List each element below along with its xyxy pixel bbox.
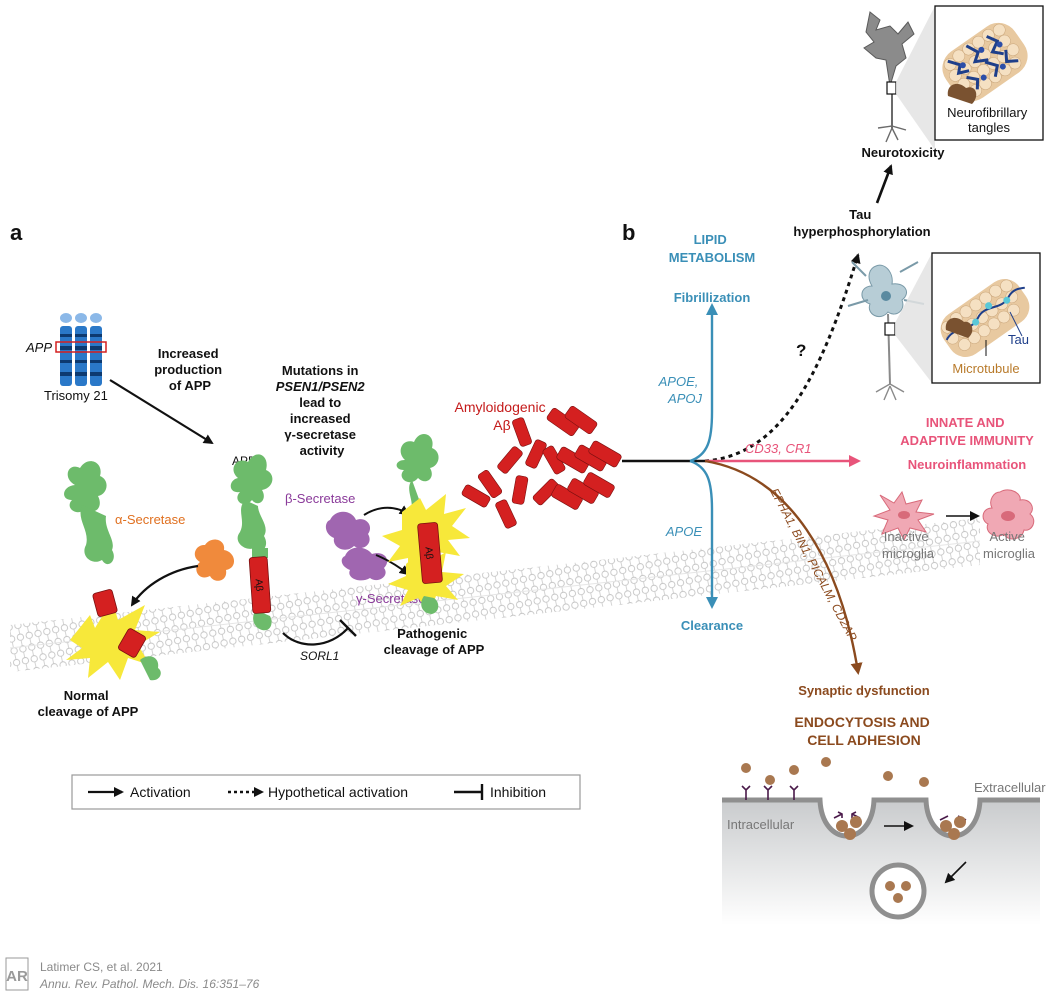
tau-hyper-label: Tau hyperphosphorylation — [793, 207, 930, 239]
fibrillization-label: Fibrillization — [674, 290, 751, 305]
microtubule-inset: Tau Microtubule — [931, 252, 1041, 384]
cd33-cr1-label: CD33, CR1 — [745, 441, 811, 456]
innate-adaptive-title: INNATE AND ADAPTIVE IMMUNITY — [900, 415, 1034, 448]
trisomy-label: Trisomy 21 — [44, 388, 108, 403]
svg-text:Aβ: Aβ — [422, 546, 434, 560]
neurotoxicity-label: Neurotoxicity — [861, 145, 945, 160]
active-microglia-label: Active microglia — [983, 529, 1036, 561]
increased-production-label: Increased production of APP — [154, 346, 226, 393]
lipid-metabolism-title: LIPID METABOLISM — [669, 232, 755, 265]
sorl1-label: SORL1 — [300, 649, 339, 663]
endocytosis-illustration — [722, 757, 1040, 925]
legend-hypothetical-label: Hypothetical activation — [268, 784, 408, 800]
neuroinflammation-label: Neuroinflammation — [908, 457, 1027, 472]
question-mark: ? — [796, 341, 806, 360]
alpha-secretase-label: α-Secretase — [115, 512, 185, 527]
production-arrow — [109, 379, 214, 445]
neurofibrillary-label: Neurofibrillary tangles — [947, 105, 1031, 135]
endocytosis-title: ENDOCYTOSIS AND CELL ADHESION — [794, 714, 933, 748]
alpha-secretase-protein — [194, 539, 235, 581]
gamma-arrow — [375, 554, 410, 576]
tau-label: Tau — [1008, 332, 1029, 347]
active-microglia — [982, 489, 1035, 540]
microtubule-label: Microtubule — [952, 361, 1019, 376]
inhibition-bar — [339, 619, 357, 637]
pathogenic-cleavage-group: Aβ — [382, 434, 470, 614]
sorl1-inhibition — [282, 627, 349, 646]
inactive-microglia — [872, 490, 935, 542]
app-gene-label: APP — [25, 340, 52, 355]
endocytosis-arrow — [704, 459, 863, 675]
pathogenic-cleavage-label: Pathogenic cleavage of APP — [384, 626, 485, 657]
app-protein — [230, 454, 273, 631]
neurofibrillary-tangle-inset: Neurofibrillary tangles — [934, 5, 1044, 141]
citation-line-2: Annu. Rev. Pathol. Mech. Dis. 16:351–76 — [39, 977, 260, 991]
mutations-note: Mutations in PSEN1/PSEN2 lead to increas… — [276, 363, 369, 458]
gamma-secretase-protein — [341, 547, 388, 581]
legend-activation-label: Activation — [130, 784, 191, 800]
clearance-arrow — [689, 459, 718, 609]
normal-cleavage-group — [64, 461, 161, 681]
amyloid-beta-fibrils — [461, 405, 622, 529]
tau-hypothetical-arrow — [704, 253, 861, 463]
neurotoxicity-arrow — [875, 164, 893, 204]
clearance-label: Clearance — [681, 618, 743, 633]
ar-logo-icon: AR — [5, 957, 29, 991]
legend: Activation Hypothetical activation Inhib… — [71, 774, 581, 810]
beta-secretase-protein — [325, 511, 371, 550]
app-gene-highlight — [55, 341, 107, 353]
legend-inhibition-label: Inhibition — [490, 784, 546, 800]
normal-cleavage-label: Normal cleavage of APP — [38, 688, 139, 719]
beta-arrow — [363, 505, 410, 516]
diseased-neuron — [863, 6, 935, 150]
endocytosis-step-arrow-2 — [944, 861, 967, 884]
panel-a-label: a — [10, 220, 23, 245]
healthy-neuron — [847, 253, 932, 401]
apoe-apoj-label: APOE, APOJ — [658, 374, 703, 406]
intracellular-label: Intracellular — [727, 817, 795, 832]
abeta-segment: Aβ — [248, 556, 272, 614]
citation-line-1: Latimer CS, et al. 2021 — [40, 960, 163, 974]
apoe-label: APOE — [665, 524, 702, 539]
alpha-cleavage-arrow — [130, 564, 199, 607]
extracellular-label: Extracellular — [974, 780, 1046, 795]
amyloidogenic-label: Amyloidogenic Aβ — [455, 399, 550, 433]
chromosome-icon — [55, 313, 107, 386]
cell-membrane — [9, 518, 981, 672]
fibrillization-arrow — [689, 303, 718, 463]
svg-text:Aβ: Aβ — [253, 579, 265, 592]
panel-b-label: b — [622, 220, 635, 245]
endosome-vesicle — [869, 862, 927, 920]
beta-secretase-label: β-Secretase — [285, 491, 355, 506]
inactive-microglia-label: Inactive microglia — [882, 529, 935, 561]
svg-text:AR: AR — [6, 968, 28, 985]
synaptic-dysfunction-label: Synaptic dysfunction — [798, 683, 930, 698]
